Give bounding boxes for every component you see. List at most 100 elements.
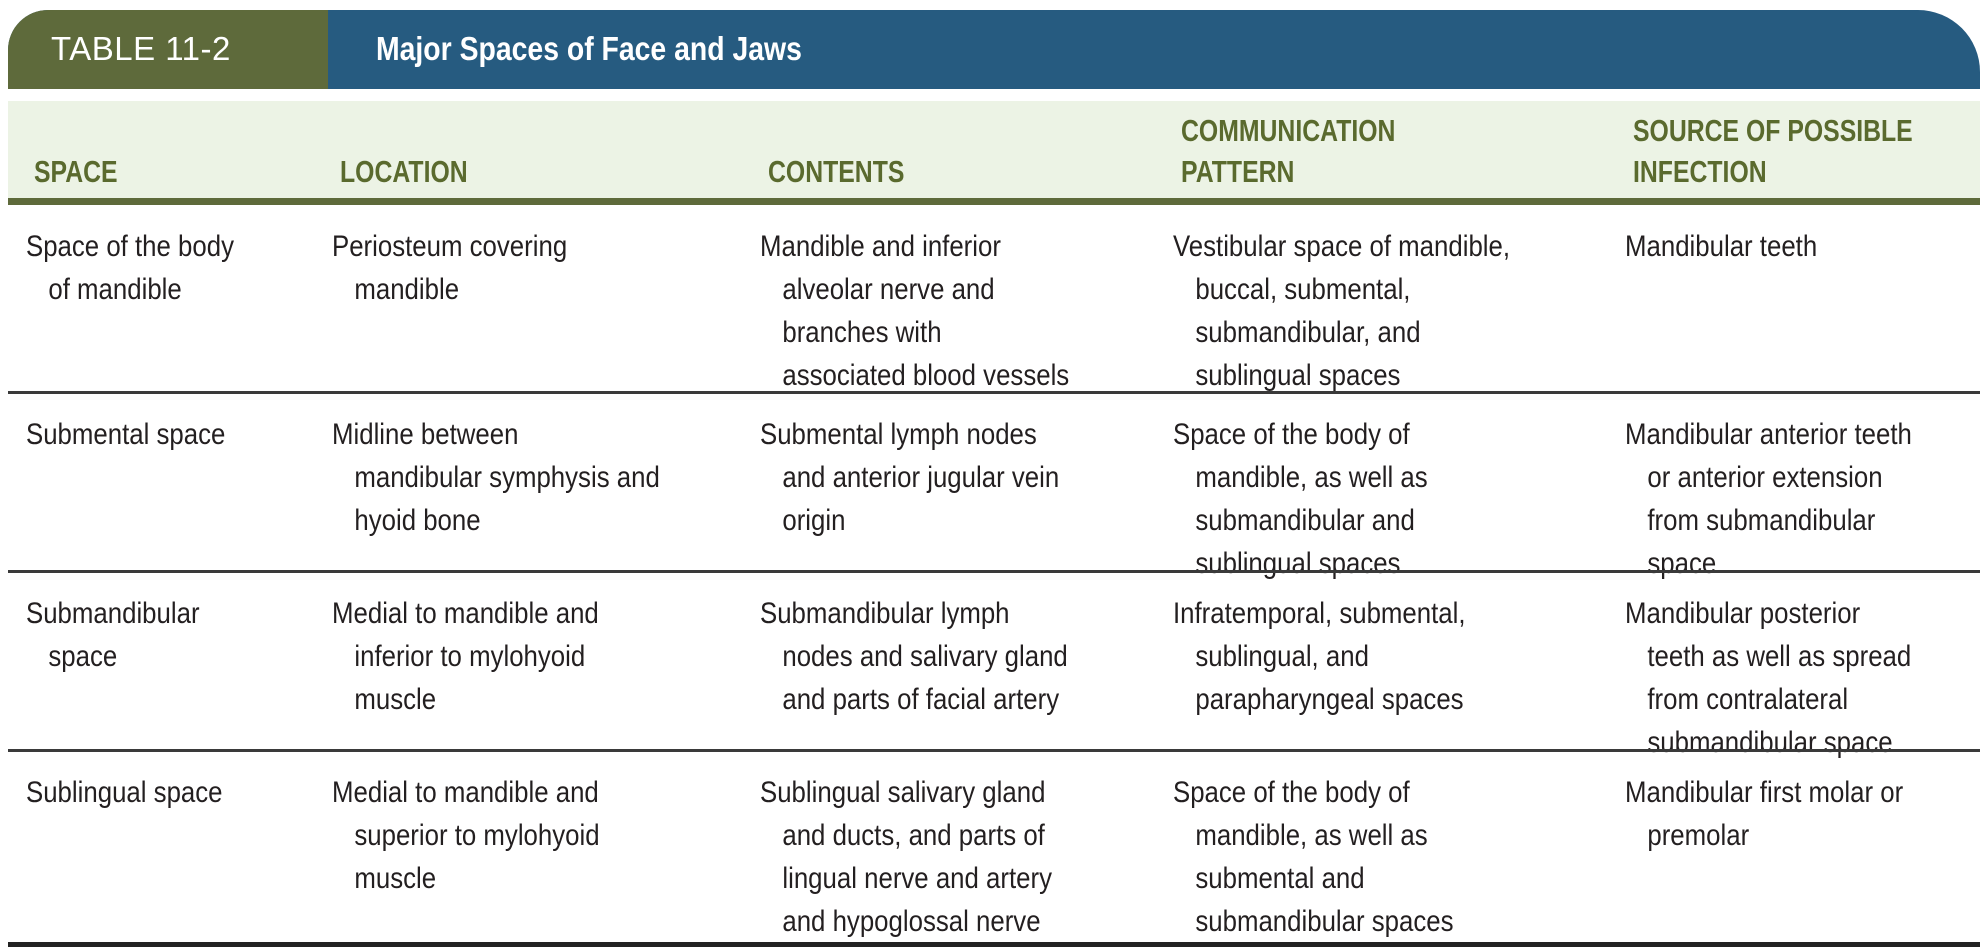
cell-space: Space of the body of mandible: [26, 225, 234, 311]
cell-line: origin: [782, 504, 846, 537]
cell-line: Space of the body of: [1173, 418, 1410, 451]
cell-location: Medial to mandible and superior to mylohy…: [332, 771, 600, 900]
cell-line: Mandible and inferior: [760, 230, 1001, 263]
cell-line: submandibular, and: [1195, 316, 1421, 349]
cell-source-of-infection: Mandibular teeth: [1625, 225, 1817, 268]
cell-line: sublingual spaces: [1195, 359, 1401, 392]
cell-line: mandible, as well as: [1195, 819, 1428, 852]
column-header-source-of-infection: SOURCE OF POSSIBLE INFECTION: [1633, 110, 1913, 192]
cell-line: Vestibular space of mandible,: [1173, 230, 1511, 263]
header-line: LOCATION: [340, 154, 468, 189]
cell-line: and parts of facial artery: [782, 683, 1060, 716]
cell-line: hyoid bone: [354, 504, 481, 537]
table-row: Space of the body of mandible Periosteum c…: [8, 205, 1980, 392]
cell-line: Infratemporal, submental,: [1173, 597, 1466, 630]
cell-line: Submental lymph nodes: [760, 418, 1037, 451]
column-header-space: SPACE: [34, 151, 118, 192]
row-divider: [8, 570, 1980, 573]
cell-line: sublingual spaces: [1195, 547, 1401, 580]
cell-line: space: [1647, 547, 1717, 580]
header-line: COMMUNICATION: [1181, 113, 1396, 148]
cell-location: Midline between mandibular symphysis and h…: [332, 413, 660, 542]
header-line: SPACE: [34, 154, 118, 189]
cell-contents: Submental lymph nodes and anterior jugula…: [760, 413, 1059, 542]
cell-line: Sublingual salivary gland: [760, 776, 1046, 809]
cell-line: muscle: [354, 683, 437, 716]
cell-line: muscle: [354, 862, 437, 895]
table-number: TABLE 11-2: [51, 30, 231, 67]
table-title-band: TABLE 11-2 Major Spaces of Face and Jaws: [8, 10, 1980, 89]
cell-space: Submandibular space: [26, 592, 200, 678]
cell-contents: Mandible and inferior alveolar nerve and b…: [760, 225, 1069, 397]
table-number-tag: TABLE 11-2: [8, 10, 328, 89]
cell-line: Midline between: [332, 418, 519, 451]
cell-communication-pattern: Infratemporal, submental, sublingual, and…: [1173, 592, 1466, 721]
cell-line: alveolar nerve and: [782, 273, 995, 306]
cell-line: of mandible: [48, 273, 182, 306]
cell-line: Medial to mandible and: [332, 597, 599, 630]
cell-line: sublingual, and: [1195, 640, 1369, 673]
cell-line: Periosteum covering: [332, 230, 568, 263]
column-header-communication-pattern: COMMUNICATION PATTERN: [1181, 110, 1395, 192]
cell-line: or anterior extension: [1647, 461, 1883, 494]
cell-line: submental and: [1195, 862, 1365, 895]
cell-line: submandibular and: [1195, 504, 1415, 537]
cell-line: mandible, as well as: [1195, 461, 1428, 494]
cell-line: Submandibular: [26, 597, 200, 630]
header-line: CONTENTS: [768, 154, 905, 189]
cell-line: Submandibular lymph: [760, 597, 1010, 630]
cell-contents: Sublingual salivary gland and ducts, and …: [760, 771, 1052, 943]
header-line: PATTERN: [1181, 154, 1295, 189]
cell-line: inferior to mylohyoid: [354, 640, 586, 673]
cell-line: and hypoglossal nerve: [782, 905, 1041, 938]
cell-source-of-infection: Mandibular first molar or premolar: [1625, 771, 1903, 857]
cell-source-of-infection: Mandibular anterior teeth or anterior ext…: [1625, 413, 1912, 585]
cell-line: buccal, submental,: [1195, 273, 1411, 306]
table-row: Sublingual space Medial to mandible and su…: [8, 751, 1980, 942]
cell-line: space: [48, 640, 118, 673]
cell-location: Medial to mandible and inferior to mylohy…: [332, 592, 599, 721]
column-header-contents: CONTENTS: [768, 151, 904, 192]
cell-line: Space of the body: [26, 230, 234, 263]
cell-line: associated blood vessels: [782, 359, 1070, 392]
cell-communication-pattern: Space of the body of mandible, as well as…: [1173, 771, 1454, 943]
cell-line: nodes and salivary gland: [782, 640, 1068, 673]
table-row: Submental space Midline between mandibular…: [8, 393, 1980, 580]
column-header-location: LOCATION: [340, 151, 468, 192]
cell-line: parapharyngeal spaces: [1195, 683, 1464, 716]
cell-line: Submental space: [26, 418, 226, 451]
cell-line: from submandibular: [1647, 504, 1876, 537]
cell-space: Sublingual space: [26, 771, 223, 814]
cell-line: Mandibular posterior: [1625, 597, 1861, 630]
cell-line: submandibular spaces: [1195, 905, 1454, 938]
table-row: Submandibular space Medial to mandible and…: [8, 572, 1980, 759]
cell-line: and anterior jugular vein: [782, 461, 1060, 494]
row-divider: [8, 942, 1980, 947]
cell-line: submandibular space: [1647, 726, 1893, 759]
row-divider: [8, 391, 1980, 394]
cell-line: Mandibular first molar or: [1625, 776, 1904, 809]
cell-line: premolar: [1647, 819, 1750, 852]
row-divider: [8, 749, 1980, 752]
cell-communication-pattern: Space of the body of mandible, as well as…: [1173, 413, 1428, 585]
cell-line: Space of the body of: [1173, 776, 1410, 809]
cell-communication-pattern: Vestibular space of mandible, buccal, sub…: [1173, 225, 1510, 397]
header-line: INFECTION: [1633, 154, 1767, 189]
header-divider: [8, 198, 1980, 205]
header-line: SOURCE OF POSSIBLE: [1633, 113, 1913, 148]
cell-line: Mandibular anterior teeth: [1625, 418, 1912, 451]
cell-line: mandibular symphysis and: [354, 461, 660, 494]
table-title: Major Spaces of Face and Jaws: [376, 30, 802, 67]
cell-line: from contralateral: [1647, 683, 1849, 716]
cell-line: Sublingual space: [26, 776, 223, 809]
cell-line: teeth as well as spread: [1647, 640, 1912, 673]
cell-source-of-infection: Mandibular posterior teeth as well as spr…: [1625, 592, 1911, 764]
cell-line: superior to mylohyoid: [354, 819, 600, 852]
cell-contents: Submandibular lymph nodes and salivary gl…: [760, 592, 1068, 721]
cell-line: and ducts, and parts of: [782, 819, 1045, 852]
table-header-row: SPACE LOCATION CONTENTS COMMUNICATION PATTER…: [8, 101, 1980, 200]
cell-line: lingual nerve and artery: [782, 862, 1052, 895]
cell-line: branches with: [782, 316, 942, 349]
cell-line: Medial to mandible and: [332, 776, 599, 809]
